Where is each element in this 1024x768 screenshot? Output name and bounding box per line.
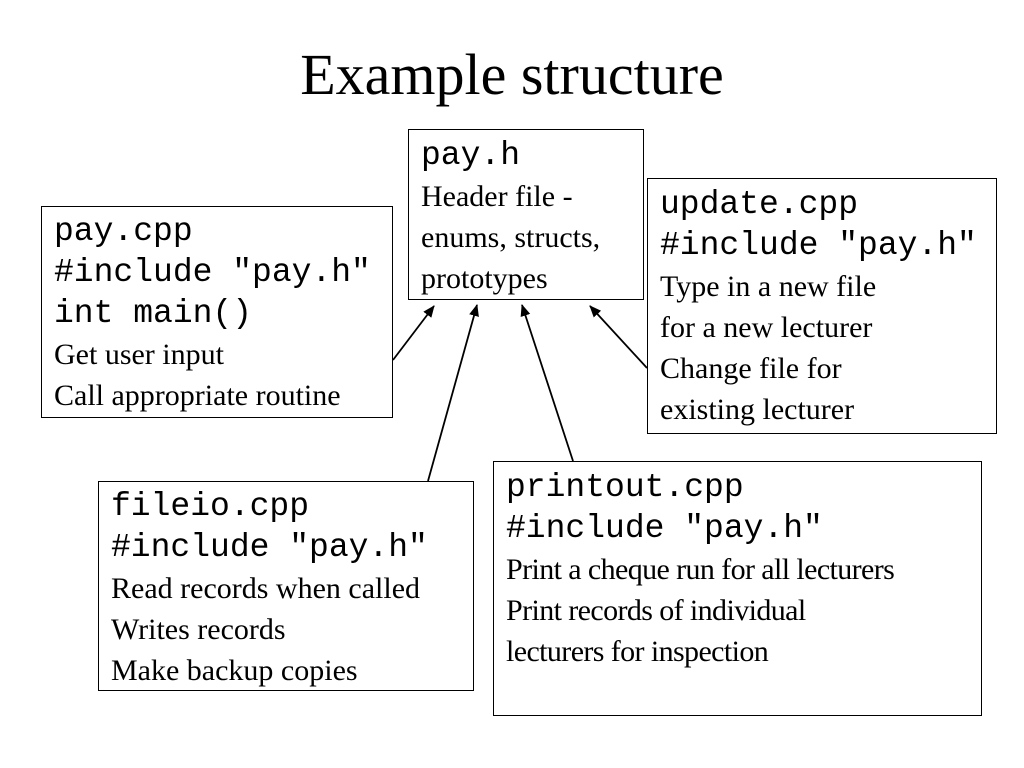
box-printout-cpp: printout.cpp #include "pay.h" Print a ch…	[493, 461, 982, 716]
arrow-pay-cpp-to-pay-h	[392, 305, 435, 361]
box-line: update.cpp	[660, 186, 859, 223]
arrow-printout-cpp-to-pay-h	[520, 304, 574, 462]
box-line: Call appropriate routine	[54, 379, 341, 412]
box-line: #include "pay.h"	[506, 510, 823, 547]
box-fileio-cpp: fileio.cpp #include "pay.h" Read records…	[98, 481, 474, 691]
box-pay-cpp: pay.cpp #include "pay.h" int main() Get …	[41, 206, 393, 418]
box-line: Type in a new file	[660, 270, 877, 303]
box-update-cpp: update.cpp #include "pay.h" Type in a ne…	[647, 178, 997, 434]
box-line: Print records of individual	[506, 594, 806, 627]
box-line: fileio.cpp	[111, 488, 310, 525]
box-line: Writes records	[111, 613, 286, 646]
arrow-fileio-cpp-to-pay-h	[427, 304, 479, 482]
box-line: lecturers for inspection	[506, 635, 769, 668]
box-line: Read records when called	[111, 572, 421, 605]
box-line: Make backup copies	[111, 654, 358, 687]
box-line: Change file for	[660, 352, 842, 385]
box-line: #include "pay.h"	[660, 227, 977, 264]
arrow-update-cpp-to-pay-h	[589, 305, 648, 369]
box-line: for a new lecturer	[660, 311, 873, 344]
box-line: #include "pay.h"	[54, 254, 371, 291]
box-line: pay.cpp	[54, 213, 193, 250]
box-line: Header file -	[421, 180, 573, 213]
box-line: pay.h	[421, 137, 521, 174]
box-line: #include "pay.h"	[111, 529, 428, 566]
box-line: enums, structs,	[421, 221, 601, 254]
box-line: existing lecturer	[660, 393, 855, 426]
box-line: int main()	[54, 295, 253, 332]
box-line: printout.cpp	[506, 469, 744, 506]
slide-title: Example structure	[300, 42, 724, 107]
box-line: Get user input	[54, 338, 224, 371]
box-line: Print a cheque run for all lecturers	[506, 553, 895, 586]
box-pay-h: pay.h Header file - enums, structs, prot…	[408, 129, 644, 300]
box-line: prototypes	[421, 262, 548, 295]
